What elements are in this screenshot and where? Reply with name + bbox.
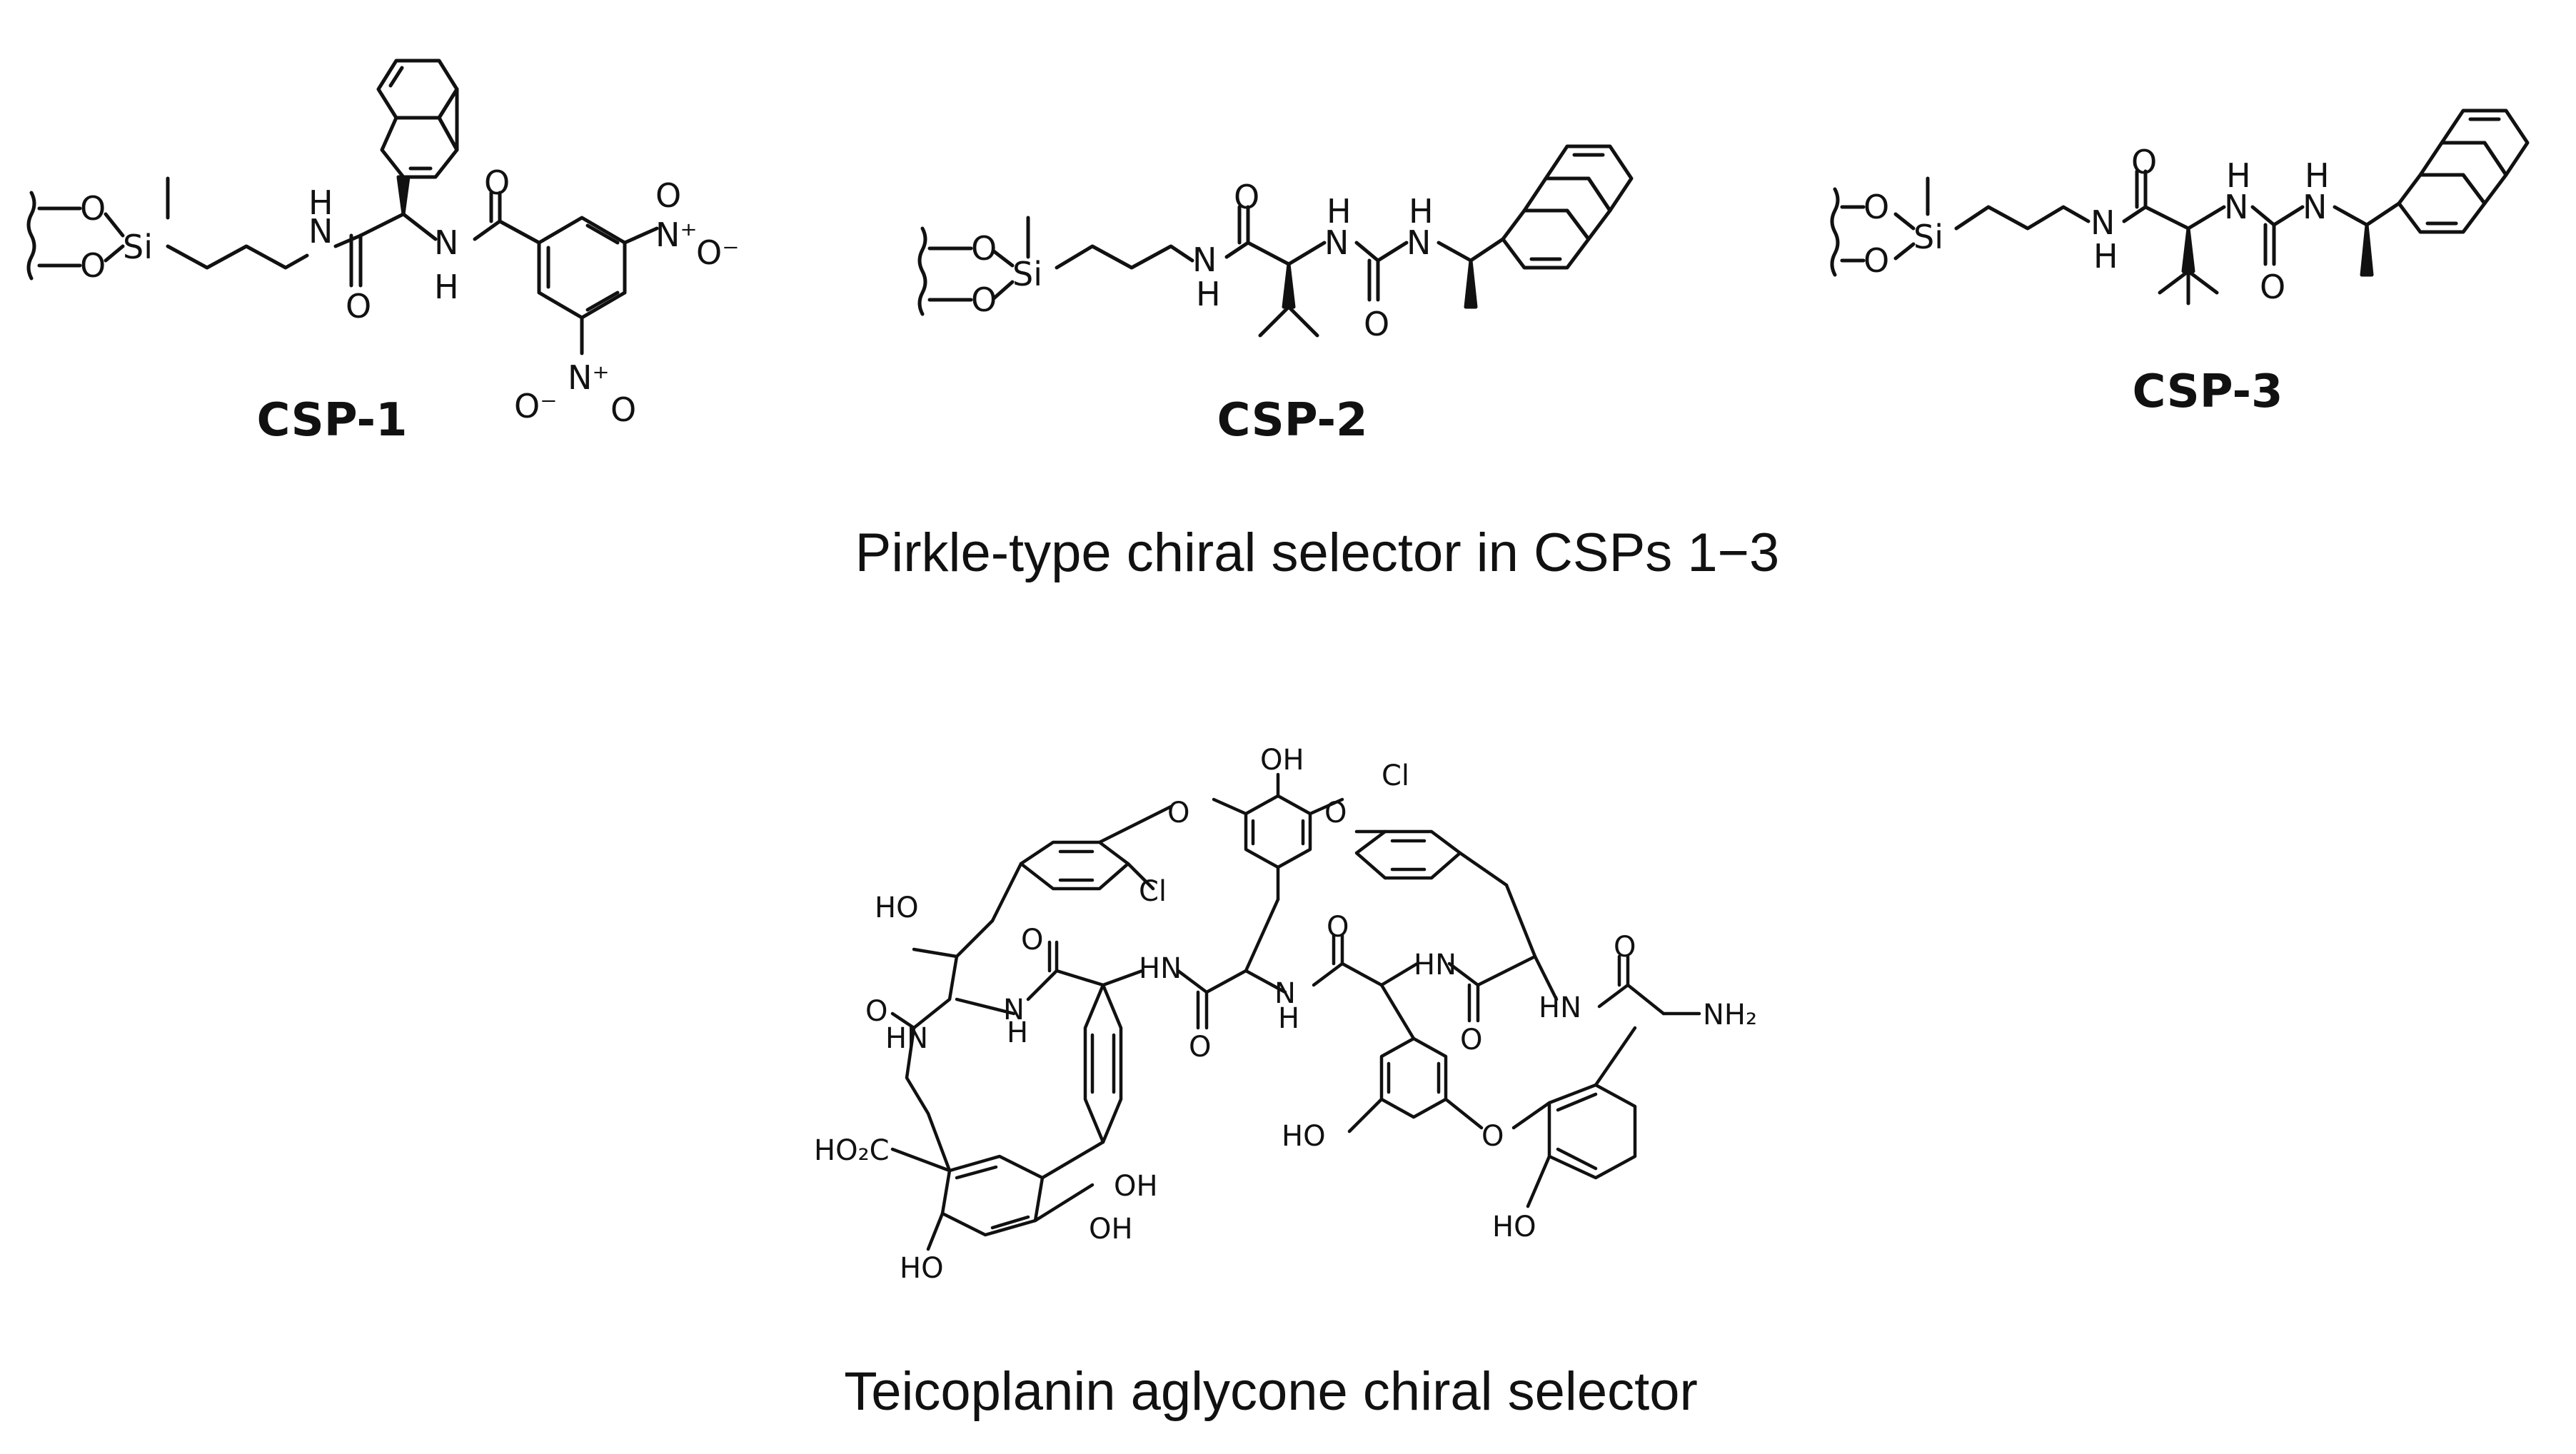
atom-label: NH₂ [1703, 999, 1757, 1031]
atom-label: N [2303, 188, 2327, 226]
csp-1-structure [26, 59, 659, 355]
atom-label: N [1192, 241, 1217, 279]
atom-label: O [1863, 188, 1889, 226]
atom-label: O⁻ [696, 233, 740, 272]
atom-label: Si [1012, 255, 1042, 293]
atom-label: O⁻ [514, 387, 558, 425]
atom-label: H [2226, 156, 2251, 195]
atom-label: HN [885, 1022, 928, 1055]
csp-1-label: CSP-1 [256, 394, 407, 447]
atom-label: N⁺ [568, 358, 610, 397]
atom-label: O [1324, 797, 1347, 829]
csp-3-label: CSP-3 [2132, 365, 2283, 418]
atom-label: N⁺ [655, 216, 698, 254]
atom-label: H [1196, 275, 1221, 313]
atom-label: OH [1114, 1170, 1158, 1203]
atom-label: H [1409, 192, 1434, 231]
atom-label: OH [1089, 1213, 1133, 1246]
atom-label: HN [1139, 952, 1182, 985]
atom-label: H [1278, 1002, 1299, 1035]
atom-label: O [1364, 305, 1389, 343]
csp-2-structure [917, 144, 1634, 338]
atom-label: O [865, 995, 887, 1028]
atom-label: Cl [1382, 759, 1409, 792]
atom-label: O [1234, 178, 1259, 216]
atom-label: OH [1260, 744, 1304, 777]
teicoplanin-caption: Teicoplanin aglycone chiral selector [844, 1361, 1698, 1422]
atom-label: N [1274, 977, 1296, 1010]
atom-label: N [434, 223, 458, 262]
atom-label: HO [900, 1252, 944, 1285]
atom-label: O [484, 163, 510, 202]
structure-labels: CSP-1 CSP-2 CSP-3 [256, 365, 2283, 447]
atom-label: N [1003, 994, 1025, 1026]
atom-label: O [1481, 1120, 1504, 1153]
atom-label: Si [1913, 218, 1943, 256]
atom-label: HO₂C [814, 1134, 890, 1167]
atom-label: H [434, 268, 459, 306]
atom-label: O [1327, 911, 1349, 944]
atom-label: O [80, 189, 106, 228]
atom-label: O [2131, 143, 2157, 181]
atom-label: Si [123, 228, 153, 266]
atom-label: O [655, 176, 681, 215]
atom-label: O [80, 246, 106, 285]
atom-label: HO [1282, 1120, 1326, 1153]
atom-label: H [2305, 156, 2330, 195]
atom-label: N [2224, 188, 2248, 226]
atom-label: N [308, 212, 333, 251]
atom-label: O [346, 287, 371, 325]
atom-label: O [610, 390, 636, 429]
atom-label: HN [1539, 991, 1581, 1024]
atom-label: HO [875, 892, 919, 924]
atom-label: HO [1492, 1211, 1536, 1243]
atom-label: H [2093, 237, 2118, 276]
atom-label: O [1189, 1031, 1211, 1064]
atom-label: Cl [1139, 875, 1167, 908]
atom-label: N [1324, 223, 1349, 262]
atom-label: H [308, 183, 333, 222]
atom-label: HN [1414, 949, 1456, 981]
atom-label: O [971, 281, 997, 319]
atom-label: H [1007, 1016, 1028, 1049]
atom-label: O [1614, 931, 1636, 964]
atom-labels: O O Si N H O N H O N⁺ O O⁻ N⁺ O⁻ O O O S… [80, 143, 2330, 429]
atom-label: O [1460, 1024, 1482, 1056]
pirkle-caption: Pirkle-type chiral selector in CSPs 1−3 [855, 522, 1780, 583]
atom-label: O [1021, 924, 1043, 956]
atom-label: H [1327, 192, 1352, 231]
atom-label: O [971, 229, 997, 268]
atom-label: N [2091, 203, 2115, 242]
atom-label: O [1863, 241, 1889, 280]
atom-label: N [1407, 223, 1431, 262]
teicoplanin-atom-labels: OH O O Cl Cl HO O O N H HN O N H O HN O … [814, 744, 1757, 1285]
csp-3-structure [1830, 108, 2530, 306]
csp-2-label: CSP-2 [1217, 394, 1367, 447]
atom-label: O [1167, 797, 1189, 829]
teicoplanin-aglycone-structure [890, 772, 1701, 1251]
atom-label: O [2260, 268, 2285, 306]
